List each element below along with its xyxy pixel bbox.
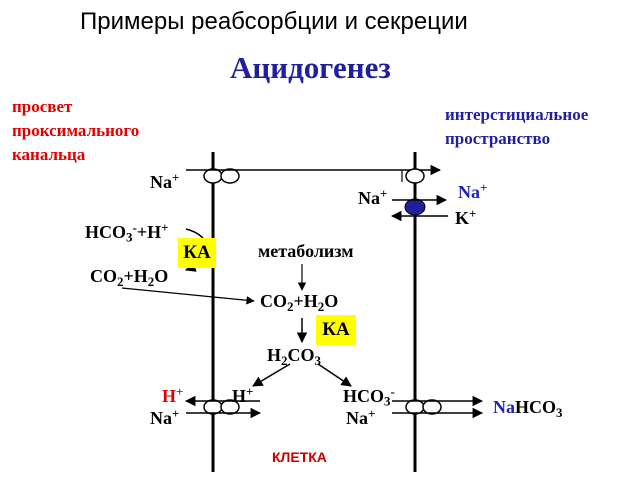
cell-na-bottom: Na+ [346, 406, 376, 428]
interstitial-label-line1: интерстициальное [445, 105, 589, 124]
co2-diffusion-arrow [121, 287, 255, 305]
cell-label: КЛЕТКА [272, 449, 327, 465]
basolateral-nahco3-cotransporter [405, 399, 442, 415]
interstitial-na-top: Na+ [458, 180, 488, 202]
lumen-co2-h2o: CO2+H2O [90, 266, 169, 289]
interstitial-label-line2: пространство [445, 129, 551, 148]
page-title: Примеры реабсорбции и секреции [80, 8, 468, 35]
lumen-na-top: Na+ [150, 170, 180, 192]
lumen-label-line2: проксимального [12, 121, 140, 140]
metabolism-label: метаболизм [258, 241, 354, 261]
cell-hco3: HCO3- [343, 384, 395, 409]
interstitial-k: K+ [455, 206, 477, 228]
carbonic-anhydrase-cell: КА [316, 315, 356, 345]
interstitial-nahco3: NaHCO3 [493, 397, 563, 420]
dissociation-hco3-arrow [317, 363, 352, 387]
lumen-hco3-h: HCO3-+H+ [85, 220, 169, 245]
basolateral-top-carrier [405, 168, 425, 184]
cell-h-ion: H+ [232, 384, 254, 406]
carbonic-anhydrase-lumen: КА [178, 238, 216, 268]
apical-na-h-exchanger [203, 399, 240, 415]
lumen-label-line1: просвет [12, 97, 73, 116]
cell-h2co3: H2CO3 [267, 345, 321, 368]
apical-na-transporter [203, 168, 240, 184]
cell-na-pump: Na+ [358, 186, 388, 208]
na-k-pump [404, 198, 426, 216]
lumen-h-secreted: H+ [162, 384, 184, 406]
lumen-label-line3: канальца [12, 145, 86, 164]
lumen-na-bottom: Na+ [150, 406, 180, 428]
page-subtitle: Ацидогенез [230, 50, 391, 85]
cell-co2-h2o: CO2+H2O [260, 291, 339, 314]
dissociation-h-arrow [252, 363, 291, 387]
